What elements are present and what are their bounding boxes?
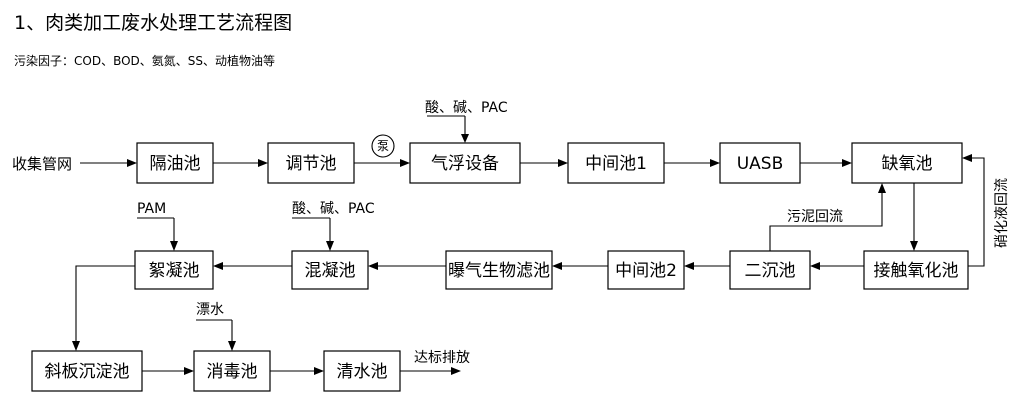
coagulation-dosing-label: 酸、碱、PAC	[292, 201, 375, 217]
intermediate2-node: 中间池2	[607, 250, 685, 290]
sludge-return-label: 污泥回流	[787, 209, 843, 225]
uasb-label: UASB	[737, 154, 784, 174]
arrowhead	[552, 262, 562, 270]
secondary-clarifier-node: 二沉池	[729, 250, 811, 290]
pollutant-factors: 污染因子：COD、BOD、氨氮、SS、动植物油等	[14, 54, 276, 68]
flocculation-node: 絮凝池	[134, 250, 214, 290]
aerated-biofilter-label: 曝气生物滤池	[448, 261, 550, 281]
flocculation-dosing-label: PAM	[137, 201, 166, 217]
arrowhead	[127, 159, 137, 167]
diagram-title: 1、肉类加工废水处理工艺流程图	[14, 12, 293, 34]
flotation-dosing-label: 酸、碱、PAC	[425, 100, 508, 116]
nitrate-return-line	[968, 157, 985, 267]
flotation-label: 气浮设备	[431, 154, 499, 174]
contact-oxidation-node: 接触氧化池	[863, 250, 969, 290]
arrowhead	[558, 159, 568, 167]
disinfection-node: 消毒池	[193, 350, 271, 392]
flotation-node: 气浮设备	[409, 142, 521, 184]
arrowhead	[684, 262, 694, 270]
coagulation-label: 混凝池	[305, 261, 356, 281]
arrowhead	[810, 262, 820, 270]
arrowhead	[314, 367, 324, 375]
arrowhead	[400, 159, 410, 167]
pump-node: 泵	[371, 134, 395, 158]
arrowhead	[258, 159, 268, 167]
anoxic-label: 缺氧池	[882, 154, 933, 174]
arrowhead	[72, 341, 80, 351]
arrowhead	[368, 262, 378, 270]
arrowhead	[842, 159, 852, 167]
pump-label: 泵	[377, 139, 389, 153]
intermediate2-label: 中间池2	[615, 261, 677, 281]
intermediate1-label: 中间池1	[585, 154, 647, 174]
sludge-return-line	[769, 192, 883, 251]
aerated-biofilter-node: 曝气生物滤池	[445, 250, 553, 290]
arrowhead	[184, 367, 194, 375]
anoxic-node: 缺氧池	[851, 142, 963, 184]
arrowhead	[910, 241, 918, 251]
arrowhead	[461, 134, 469, 143]
flow-arrow	[75, 265, 135, 342]
equalization-label: 调节池	[286, 154, 337, 174]
disinfection-label: 消毒池	[207, 362, 258, 382]
arrowhead	[326, 241, 334, 251]
source-label: 收集管网	[12, 155, 72, 173]
inclined-settler-label: 斜板沉淀池	[45, 362, 130, 382]
arrowhead	[878, 183, 886, 193]
nitrate-return-label: 硝化液回流	[994, 178, 1010, 248]
arrowhead	[213, 262, 223, 270]
grease-trap-label: 隔油池	[150, 154, 201, 174]
secondary-clarifier-label: 二沉池	[745, 261, 796, 281]
discharge-label: 达标排放	[414, 350, 470, 366]
arrowhead	[451, 367, 461, 375]
arrowhead	[710, 159, 720, 167]
contact-oxidation-label: 接触氧化池	[874, 261, 959, 281]
clear-water-label: 清水池	[337, 362, 388, 382]
arrowhead	[962, 154, 972, 162]
arrowhead	[170, 241, 178, 251]
clear-water-node: 清水池	[323, 350, 401, 392]
flocculation-label: 絮凝池	[149, 261, 200, 281]
intermediate1-node: 中间池1	[567, 142, 665, 184]
uasb-node: UASB	[719, 142, 801, 184]
equalization-node: 调节池	[267, 142, 355, 184]
disinfection-dosing-label: 漂水	[196, 302, 224, 318]
arrowhead	[228, 341, 236, 351]
coagulation-node: 混凝池	[291, 250, 369, 290]
grease-trap-node: 隔油池	[136, 142, 214, 184]
inclined-settler-node: 斜板沉淀池	[31, 350, 143, 392]
